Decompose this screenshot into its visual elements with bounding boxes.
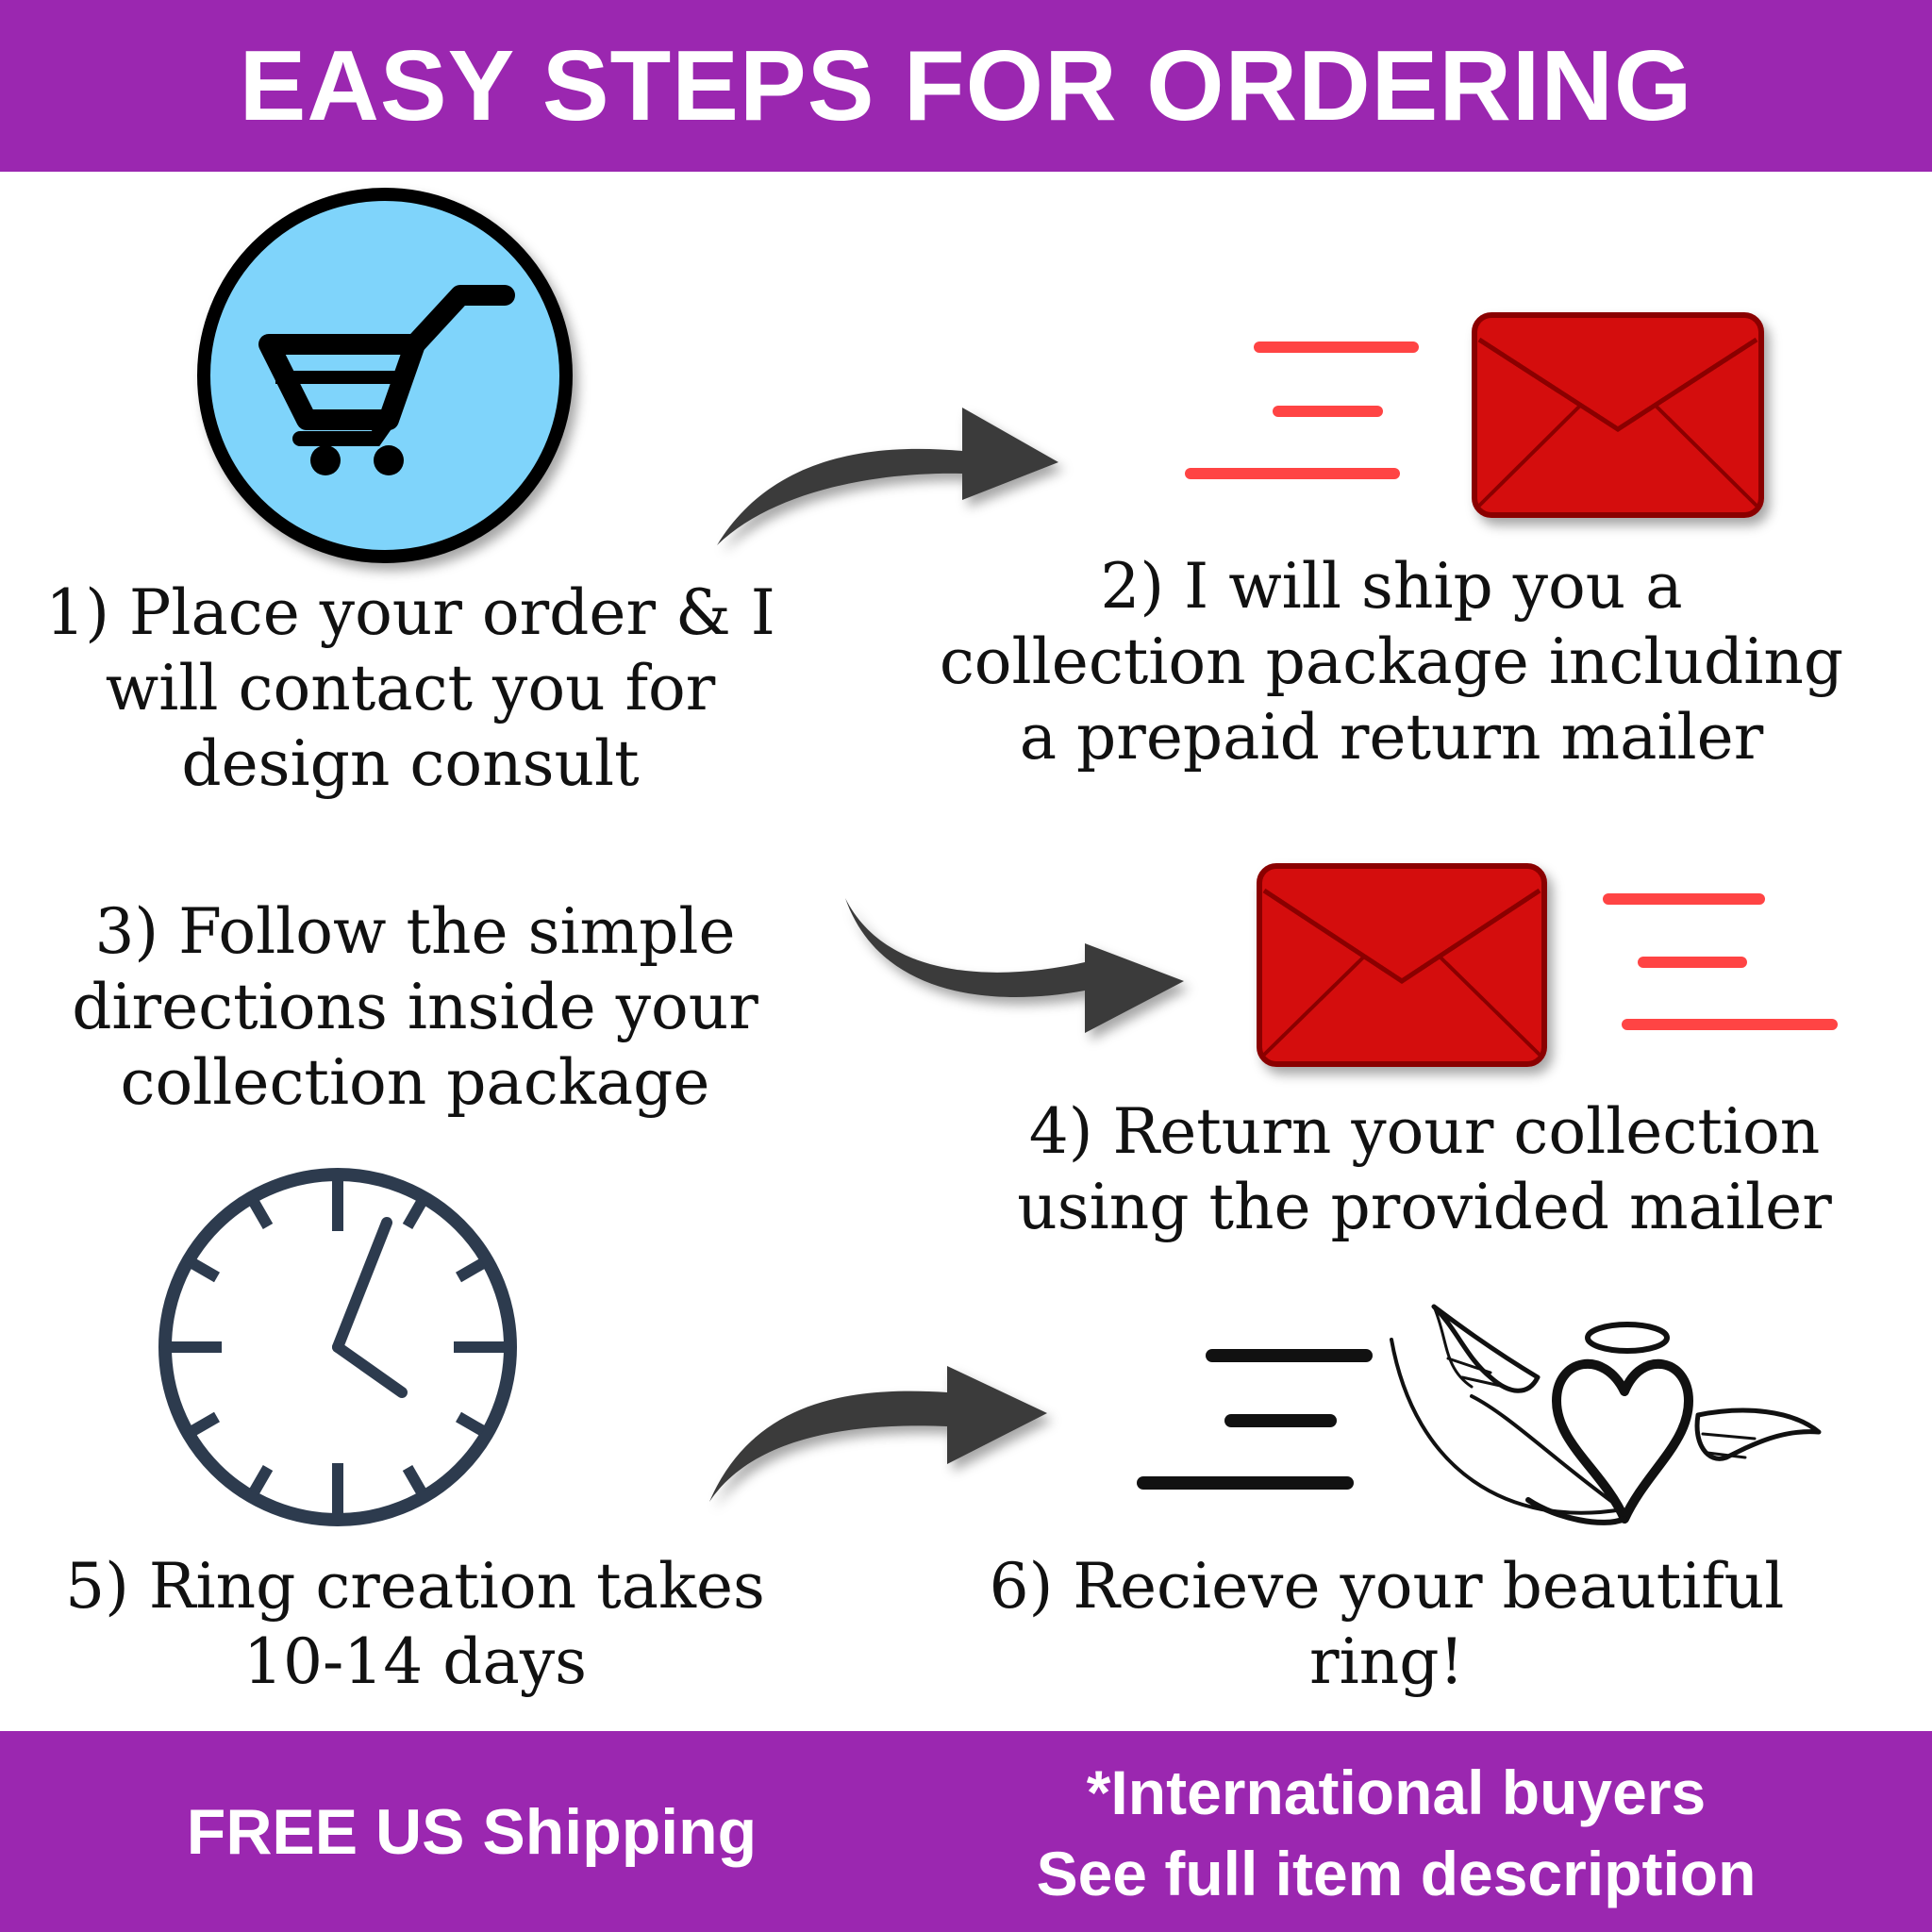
shopping-cart-icon — [197, 188, 573, 563]
angel-heart-icon — [1390, 1304, 1822, 1525]
step-1-line-1: 1) Place your order & I — [45, 576, 775, 649]
step-2-line-1: 2) I will ship you a — [1100, 550, 1683, 623]
clock-icon — [158, 1168, 517, 1526]
envelope-icon — [1185, 312, 1764, 518]
arrow-icon — [845, 898, 1184, 1033]
international-note: *International buyers See full item desc… — [943, 1748, 1849, 1918]
step-3-text: 3) Follow the simple directions inside y… — [19, 894, 811, 1121]
step-4-text: 4) Return your collection using the prov… — [943, 1094, 1906, 1245]
step-6-line-1: 6) Recieve your beautiful — [989, 1550, 1785, 1623]
step-1-line-2: will contact you for — [105, 652, 716, 724]
step-2-text: 2) I will ship you a collection package … — [877, 549, 1906, 775]
step-2-line-3: a prepaid return mailer — [1019, 701, 1764, 774]
international-note-line-2: See full item description — [1036, 1839, 1757, 1908]
page-title: EASY STEPS FOR ORDERING — [239, 29, 1693, 142]
footer-banner: FREE US Shipping *International buyers S… — [0, 1731, 1932, 1932]
step-5-line-1: 5) Ring creation takes — [65, 1550, 765, 1623]
speed-lines — [1137, 1349, 1373, 1490]
arrow-icon — [709, 1366, 1047, 1502]
envelope-icon — [1257, 863, 1838, 1067]
step-5-text: 5) Ring creation takes 10-14 days — [19, 1549, 811, 1700]
step-2-line-2: collection package including — [939, 625, 1844, 698]
header-banner: EASY STEPS FOR ORDERING — [0, 0, 1932, 172]
step-1-line-3: design consult — [181, 727, 640, 800]
free-shipping-text: FREE US Shipping — [186, 1795, 758, 1868]
step-3-line-3: collection package — [120, 1046, 710, 1119]
step-3-line-2: directions inside your — [72, 971, 758, 1043]
step-4-line-2: using the provided mailer — [1017, 1171, 1832, 1243]
step-6-text: 6) Recieve your beautiful ring! — [906, 1549, 1868, 1700]
international-note-line-1: *International buyers — [1086, 1757, 1707, 1827]
step-4-line-1: 4) Return your collection — [1028, 1095, 1821, 1168]
step-6-line-2: ring! — [1309, 1625, 1464, 1698]
step-5-line-2: 10-14 days — [243, 1625, 587, 1698]
step-1-text: 1) Place your order & I will contact you… — [0, 575, 821, 802]
arrow-icon — [717, 408, 1058, 545]
step-3-line-1: 3) Follow the simple — [94, 895, 736, 968]
